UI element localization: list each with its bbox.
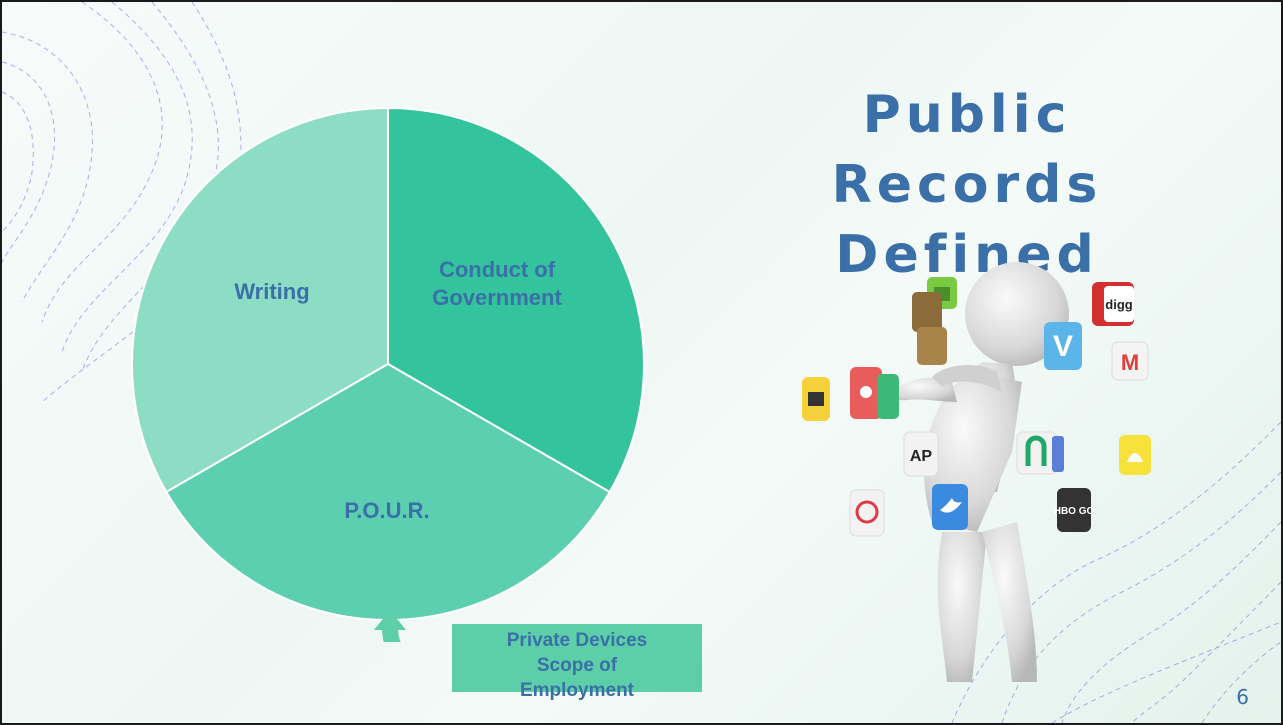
pinterest-icon [849, 489, 885, 537]
vine-icon [877, 374, 899, 419]
gmail-icon: M [1111, 341, 1149, 381]
barcode-app-icon [802, 377, 830, 421]
ap-icon: AP [903, 431, 939, 477]
callout-line-3: Employment [519, 680, 635, 701]
pie-label-writing: Writing [234, 279, 310, 304]
callout-arrowhead [374, 610, 406, 630]
gmail-text: M [1121, 350, 1139, 375]
game-app-icon-2 [917, 327, 947, 365]
digg-text: digg [1105, 297, 1132, 312]
hbo-go-icon: HBO GO [1054, 488, 1095, 532]
callout-text: Private Devices Scope of Employment [452, 628, 702, 703]
pie-label-pour: P.O.U.R. [344, 498, 430, 523]
person-with-app-icons-illustration: digg V M AP [802, 262, 1151, 682]
page-number: 6 [1236, 685, 1249, 709]
slide-title: Public Records Defined [822, 80, 1112, 290]
vimeo-icon: V [1044, 322, 1082, 370]
netflix-like-icon [1016, 431, 1064, 475]
pie-chart [131, 106, 645, 642]
hbo-go-text: HBO GO [1054, 506, 1095, 517]
title-line-1: Public [862, 85, 1072, 145]
ap-text: AP [910, 448, 933, 465]
title-line-2: Records [831, 155, 1103, 215]
yelp-icon [850, 367, 882, 419]
twitter-icon [932, 484, 968, 530]
snapchat-icon [1119, 435, 1151, 475]
pie-segment-writing [131, 106, 389, 494]
callout-box [452, 624, 702, 692]
callout-line-1: Private Devices [506, 630, 648, 651]
callout-line-2: Scope of [536, 655, 618, 676]
digg-icon: digg [1092, 282, 1134, 326]
pie-segment-conduct-of-government [387, 106, 645, 494]
pie-label-conduct-of-government: Conduct of Government [432, 257, 562, 310]
game-app-icon [912, 292, 942, 332]
vimeo-text: V [1053, 330, 1073, 363]
